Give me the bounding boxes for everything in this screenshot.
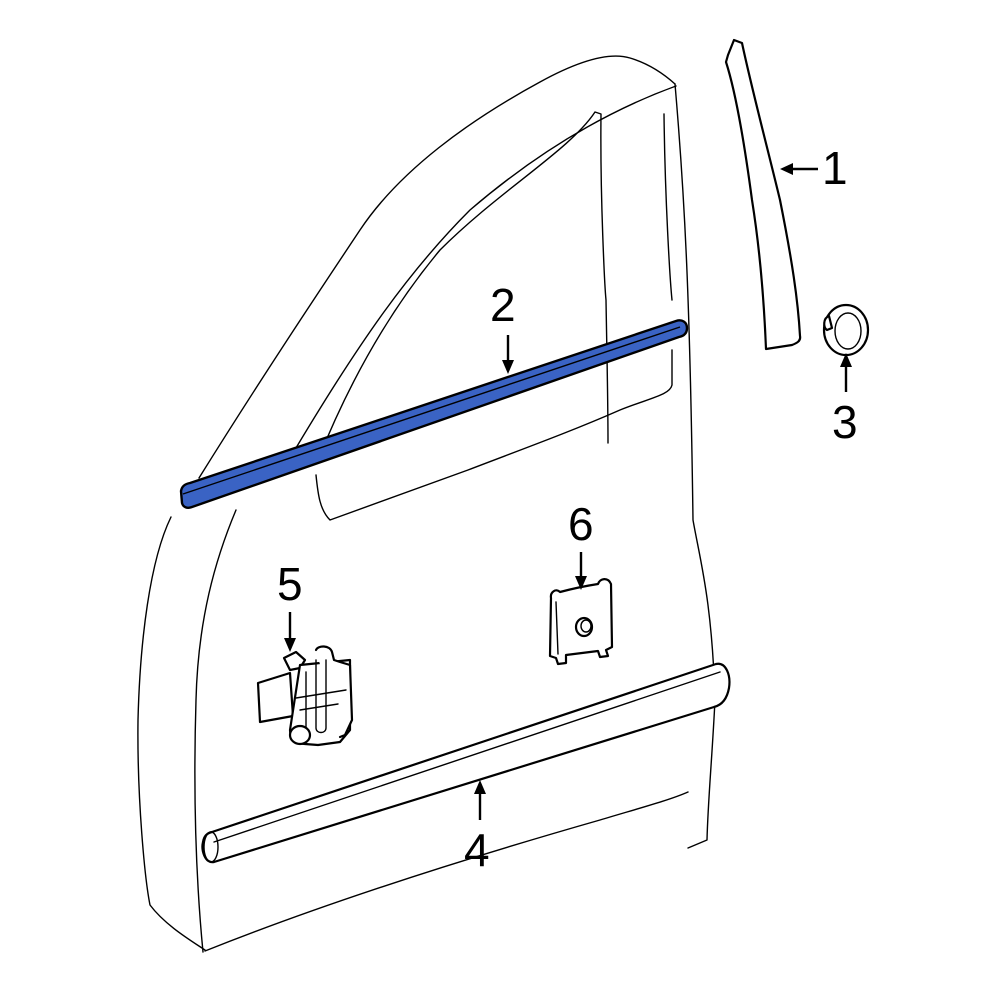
part-1-frame-garnish[interactable] bbox=[724, 38, 802, 351]
callout-4: 4 bbox=[464, 780, 490, 876]
callout-2-label: 2 bbox=[490, 279, 516, 331]
door-shell bbox=[137, 55, 716, 953]
callout-3-label: 3 bbox=[832, 396, 858, 448]
callout-5-label: 5 bbox=[277, 558, 303, 610]
callout-1-label: 1 bbox=[822, 142, 848, 194]
callout-2: 2 bbox=[490, 279, 516, 374]
callout-6-label: 6 bbox=[568, 498, 594, 550]
part-4-side-molding[interactable] bbox=[201, 662, 731, 864]
callout-3: 3 bbox=[832, 353, 858, 448]
callout-6: 6 bbox=[568, 498, 594, 590]
part-3-grommet[interactable] bbox=[822, 303, 870, 357]
part-5-molding-clip[interactable] bbox=[256, 645, 354, 747]
part-2-belt-molding[interactable] bbox=[179, 319, 689, 509]
part-6-retainer-clip[interactable] bbox=[548, 578, 614, 666]
callout-5: 5 bbox=[277, 558, 303, 652]
callout-4-label: 4 bbox=[464, 824, 490, 876]
callout-1: 1 bbox=[780, 142, 848, 194]
